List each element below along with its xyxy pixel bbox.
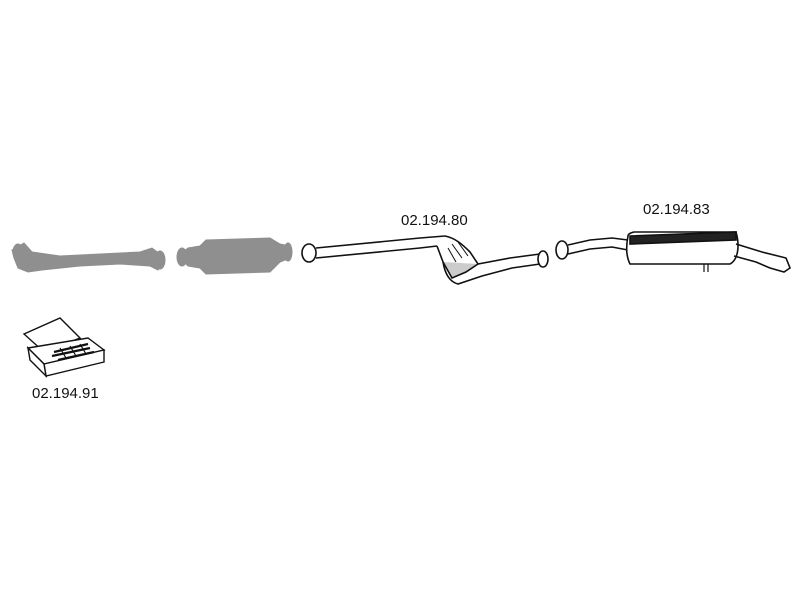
part-label-02-194-83: 02.194.83 [643, 201, 710, 218]
flange-icon [301, 243, 317, 263]
mounting-kit-part[interactable]: 02.194.91 [22, 317, 106, 402]
flange-icon [537, 250, 549, 268]
flange-icon [555, 240, 569, 260]
rear-silencer-part[interactable]: 02.194.83 [555, 201, 791, 273]
part-label-02-194-80: 02.194.80 [401, 212, 468, 229]
part-label-02-194-91: 02.194.91 [32, 385, 99, 402]
middle-silencer-part[interactable]: 02.194.80 [301, 212, 549, 285]
front-pipe-greyed [11, 242, 166, 273]
catalytic-converter-greyed [176, 237, 293, 275]
